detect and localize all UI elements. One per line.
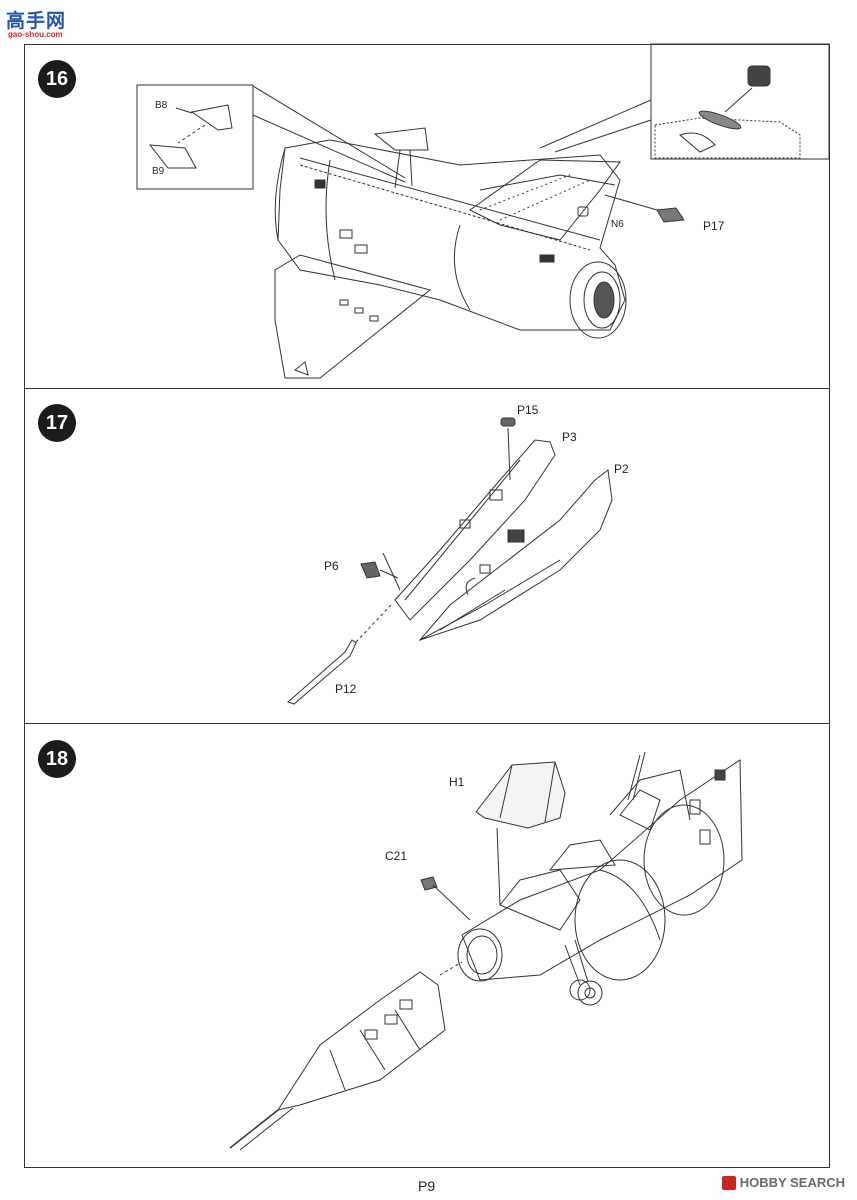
- pitot-probe: [229, 1109, 279, 1149]
- part-label-c21: C21: [385, 849, 408, 863]
- part-h1-shape: [475, 761, 566, 829]
- part-c21-shape: [420, 876, 438, 891]
- part-label-b9: B9: [152, 166, 165, 177]
- step16-drawing: [136, 43, 830, 379]
- inset-box-detail: [650, 43, 830, 160]
- part-label-b8: B8: [155, 100, 168, 111]
- step17-drawing: [287, 417, 613, 705]
- part-label-p17: P17: [703, 219, 725, 233]
- inset-pointer-line: [252, 114, 406, 183]
- exhaust-nozzle: [569, 261, 627, 339]
- step-badge-18: 18: [38, 740, 76, 778]
- decal-icon: [747, 65, 771, 87]
- part-p6-shape: [360, 561, 381, 579]
- intake-ring: [457, 928, 503, 982]
- page-number: P9: [418, 1178, 436, 1194]
- step-badge-17: 17: [38, 404, 76, 442]
- part-fin-top: [373, 127, 429, 151]
- part-label-p12: P12: [335, 682, 357, 696]
- part-label-p6: P6: [324, 559, 339, 573]
- inset-box-b8-b9: [136, 84, 254, 190]
- part-p17-shape: [656, 207, 685, 223]
- part-b9-shape: [148, 144, 197, 169]
- step-badge-16: 16: [38, 60, 76, 98]
- part-p15-shape: [500, 417, 516, 427]
- step18-drawing: [229, 751, 743, 1151]
- fuselage-rear: [277, 139, 626, 331]
- section-divider: [24, 388, 830, 389]
- hobbysearch-logo-icon: [721, 1175, 736, 1190]
- part-label-p2: P2: [614, 462, 629, 476]
- part-label-p3: P3: [562, 430, 577, 444]
- part-p2-shape: [418, 469, 613, 642]
- nose-cone: [276, 971, 446, 1111]
- part-label-n6: N6: [611, 219, 624, 230]
- part-label-h1: H1: [449, 775, 465, 789]
- instruction-frame: [24, 44, 830, 1168]
- part-n6-shape: [577, 206, 589, 217]
- site-logo-text: 高手网: [6, 10, 67, 32]
- site-logo: 高手网 gao-shou.com: [6, 6, 76, 40]
- site-logo-url: gao-shou.com: [8, 30, 63, 39]
- section-divider: [24, 723, 830, 724]
- watermark-text: HOBBY SEARCH: [739, 1175, 845, 1190]
- lower-wing: [274, 254, 432, 379]
- part-label-p15: P15: [517, 403, 539, 417]
- part-p3-shape: [394, 439, 556, 621]
- watermark: HOBBY SEARCH: [721, 1175, 845, 1190]
- part-p12-shape: [287, 639, 357, 705]
- inset-pointer-line: [252, 85, 406, 179]
- part-b8-shape: [190, 104, 233, 131]
- tail-fin: [469, 159, 621, 241]
- fuselage-front: [461, 759, 743, 981]
